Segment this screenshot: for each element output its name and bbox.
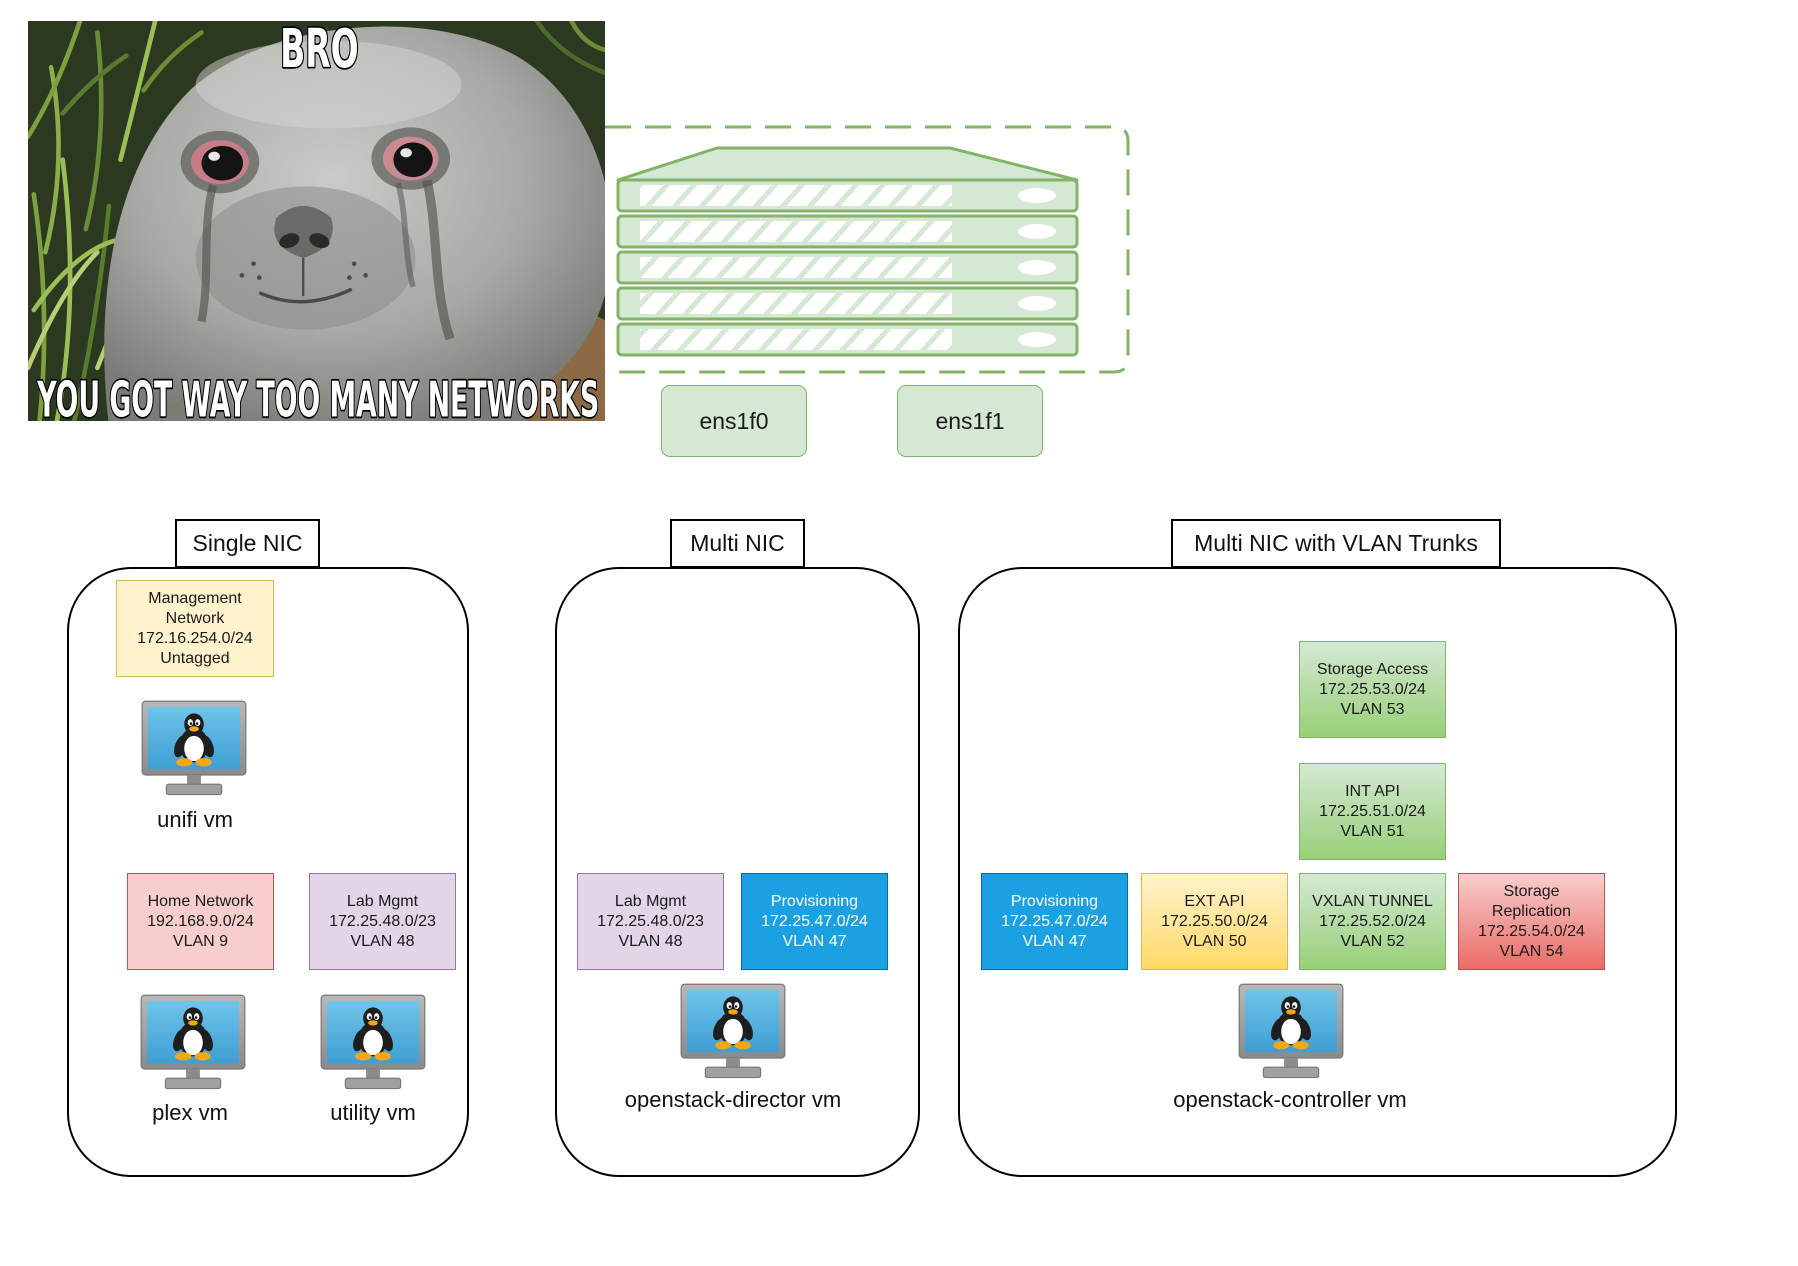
server-group [605,125,1130,374]
network-subnet: 172.25.51.0/24 [1319,802,1426,820]
server-icon [616,146,1079,357]
network-name: VXLAN TUNNEL [1312,892,1433,910]
network-subnet: 172.25.53.0/24 [1319,680,1426,698]
network-subnet: 192.168.9.0/24 [147,912,254,930]
network-subnet: 172.25.50.0/24 [1161,912,1268,930]
network-name: Provisioning [770,892,859,910]
server-unit [616,250,1079,285]
dashed-boundary [605,125,1130,374]
network-name: Storage Replication [1491,882,1572,920]
server-unit [616,214,1079,249]
section-title-single-nic: Single NIC [175,519,320,568]
linux-vm-monitor-icon [680,983,786,1080]
network-vlan: VLAN 48 [618,932,683,950]
network-vlan: VLAN 47 [1022,932,1087,950]
server-unit [616,286,1079,321]
vm-label-unifi: unifi vm [157,807,233,832]
network-box-lab-mgmt: Lab Mgmt 172.25.48.0/23 VLAN 48 [577,873,724,970]
network-subnet: 172.25.52.0/24 [1319,912,1426,930]
network-subnet: 172.25.48.0/23 [329,912,436,930]
server-unit [616,322,1079,357]
network-box-lab-mgmt: Lab Mgmt 172.25.48.0/23 VLAN 48 [309,873,456,970]
network-name: Lab Mgmt [346,892,419,910]
network-subnet: 172.16.254.0/24 [137,629,253,647]
vm-label-openstack-controller: openstack-controller vm [1173,1087,1407,1112]
meme-bottom-text: YOU GOT WAY TOO MANY NETWORKS [37,372,600,421]
network-box-provisioning: Provisioning 172.25.47.0/24 VLAN 47 [741,873,888,970]
network-box-ext-api: EXT API 172.25.50.0/24 VLAN 50 [1141,873,1288,970]
network-box-provisioning: Provisioning 172.25.47.0/24 VLAN 47 [981,873,1128,970]
network-box-int-api: INT API 172.25.51.0/24 VLAN 51 [1299,763,1446,860]
linux-vm-monitor-icon [141,700,247,797]
vm-label-utility: utility vm [330,1100,416,1125]
network-box-home: Home Network 192.168.9.0/24 VLAN 9 [127,873,274,970]
network-name: Lab Mgmt [614,892,687,910]
network-vlan: VLAN 50 [1182,932,1247,950]
network-box-vxlan-tunnel: VXLAN TUNNEL 172.25.52.0/24 VLAN 52 [1299,873,1446,970]
network-box-storage-access: Storage Access 172.25.53.0/24 VLAN 53 [1299,641,1446,738]
network-name: Management Network [148,589,242,627]
section-title-multi-nic-vlan-trunks: Multi NIC with VLAN Trunks [1171,519,1501,568]
linux-vm-monitor-icon [140,994,246,1091]
network-vlan: VLAN 54 [1499,942,1564,960]
linux-vm-monitor-icon [1238,983,1344,1080]
nic-ens1f0: ens1f0 [661,385,807,457]
network-vlan: VLAN 9 [172,932,229,950]
network-subnet: 172.25.47.0/24 [761,912,868,930]
network-subnet: 172.25.48.0/23 [597,912,704,930]
vm-label-plex: plex vm [152,1100,228,1125]
nic-ens1f1: ens1f1 [897,385,1043,457]
network-name: EXT API [1184,892,1245,910]
seal-illustration [28,21,605,421]
network-name: INT API [1345,782,1400,800]
network-name: Provisioning [1010,892,1099,910]
network-subnet: 172.25.47.0/24 [1001,912,1108,930]
network-vlan: VLAN 47 [782,932,847,950]
linux-vm-monitor-icon [320,994,426,1091]
network-name: Storage Access [1316,660,1429,678]
network-vlan: VLAN 52 [1340,932,1405,950]
meme-top-text: BRO [280,21,359,80]
meme-image: BRO YOU GOT WAY TOO MANY NETWORKS [28,21,605,421]
network-vlan: VLAN 53 [1340,700,1405,718]
section-multi-nic [555,567,920,1177]
network-vlan: VLAN 48 [350,932,415,950]
network-vlan: VLAN 51 [1340,822,1405,840]
network-vlan: Untagged [160,649,230,667]
network-subnet: 172.25.54.0/24 [1478,922,1585,940]
vm-label-openstack-director: openstack-director vm [624,1087,842,1112]
server-top [616,146,1079,182]
network-name: Home Network [147,892,254,910]
network-box-management: Management Network 172.16.254.0/24 Untag… [116,580,274,677]
section-title-multi-nic: Multi NIC [670,519,805,568]
network-box-storage-replication: Storage Replication 172.25.54.0/24 VLAN … [1458,873,1605,970]
server-unit [616,178,1079,213]
